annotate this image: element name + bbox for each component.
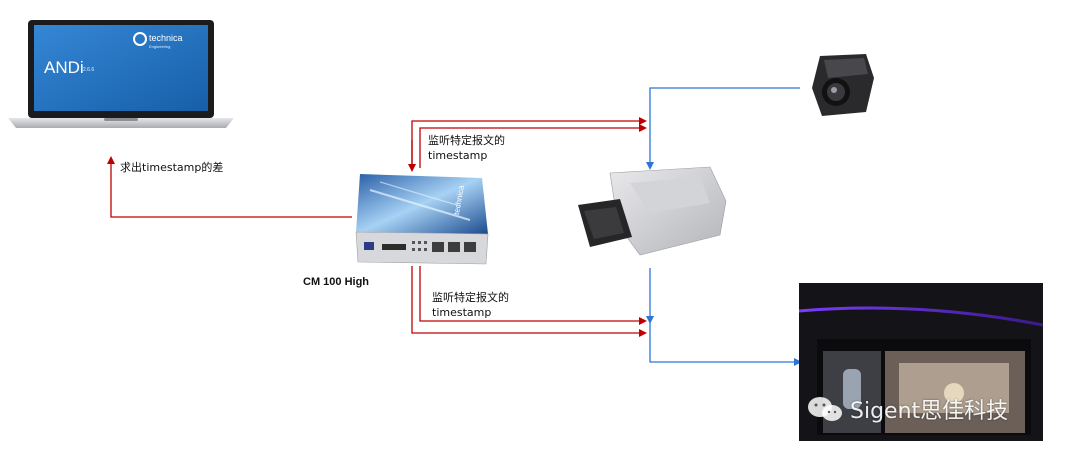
blue-line-camera (646, 87, 800, 170)
wechat-icon (808, 397, 842, 421)
laptop: ANDi 2.6.6 technica Engineering (6, 18, 236, 133)
red-line-to-laptop (107, 156, 352, 218)
blue-line-to-display (649, 322, 802, 366)
label-listen-bottom-line1: 监听特定报文的 (432, 291, 509, 304)
label-listen-top-line1: 监听特定报文的 (428, 134, 505, 147)
label-listen-bottom: 监听特定报文的 timestamp (432, 290, 509, 320)
label-listen-bottom-line2: timestamp (432, 306, 492, 319)
red-line-bottom-tap (411, 266, 647, 337)
ecu (570, 163, 730, 263)
laptop-app-version: 2.6.6 (83, 67, 95, 73)
camera (806, 50, 876, 122)
watermark-text: Sigent思佳科技 (850, 399, 1009, 424)
laptop-app-name: ANDi (44, 58, 84, 77)
red-line-top-inner (419, 124, 647, 168)
cm100-device: technica (350, 170, 495, 270)
label-listen-top-line2: timestamp (428, 149, 488, 162)
red-line-bottom-inner (419, 266, 647, 325)
label-listen-top: 监听特定报文的 timestamp (428, 133, 505, 163)
label-compute-diff: 求出timestamp的差 (120, 161, 224, 174)
cm100-label: CM 100 High (303, 276, 370, 288)
laptop-brand: technica (149, 33, 183, 43)
laptop-brand-sub: Engineering (149, 44, 171, 49)
dashboard-display (799, 283, 1043, 441)
